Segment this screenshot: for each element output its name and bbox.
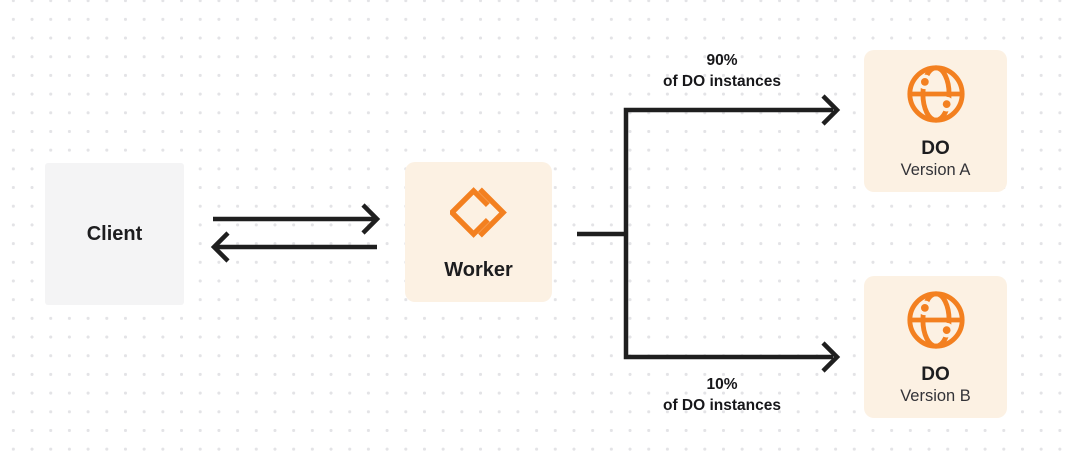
branch-bottom-arrow-head	[821, 341, 841, 373]
globe-dot-lower	[942, 326, 951, 335]
split-bottom-caption: of DO instances	[663, 397, 781, 414]
do-b-title: DO	[921, 364, 950, 385]
split-bottom-percent: 10%	[706, 376, 738, 393]
worker-icon-chevron	[478, 187, 507, 237]
durable-object-globe-icon	[906, 65, 965, 123]
do-version-b-node: DO Version B	[864, 276, 1007, 418]
branch-trunk-line	[623, 107, 833, 360]
response-arrow-head	[210, 231, 230, 263]
globe-dot-upper	[920, 304, 929, 312]
do-a-subtitle: Version A	[900, 161, 971, 179]
traffic-split-branch	[577, 94, 841, 373]
do-a-title: DO	[921, 138, 950, 159]
worker-icon-diamond	[450, 186, 490, 238]
worker-label: Worker	[444, 258, 513, 281]
do-b-subtitle: Version B	[900, 387, 971, 405]
request-arrow-head	[361, 203, 381, 235]
globe-meridian	[920, 65, 951, 123]
client-node: Client	[45, 163, 184, 305]
split-top-percent: 90%	[706, 52, 738, 69]
split-bottom-label: 10% of DO instances	[622, 374, 822, 416]
client-label: Client	[86, 222, 143, 245]
globe-meridian	[920, 291, 951, 349]
branch-top-arrow-head	[821, 94, 841, 126]
client-worker-request-arrow	[213, 203, 381, 235]
globe-dot-upper	[920, 78, 929, 86]
do-version-a-node: DO Version A	[864, 50, 1007, 192]
worker-icon	[450, 186, 507, 238]
worker-client-response-arrow	[210, 231, 377, 263]
split-top-label: 90% of DO instances	[622, 50, 822, 92]
durable-object-globe-icon	[906, 291, 965, 349]
split-top-caption: of DO instances	[663, 73, 781, 90]
worker-node: Worker	[405, 162, 552, 302]
globe-dot-lower	[942, 100, 951, 109]
